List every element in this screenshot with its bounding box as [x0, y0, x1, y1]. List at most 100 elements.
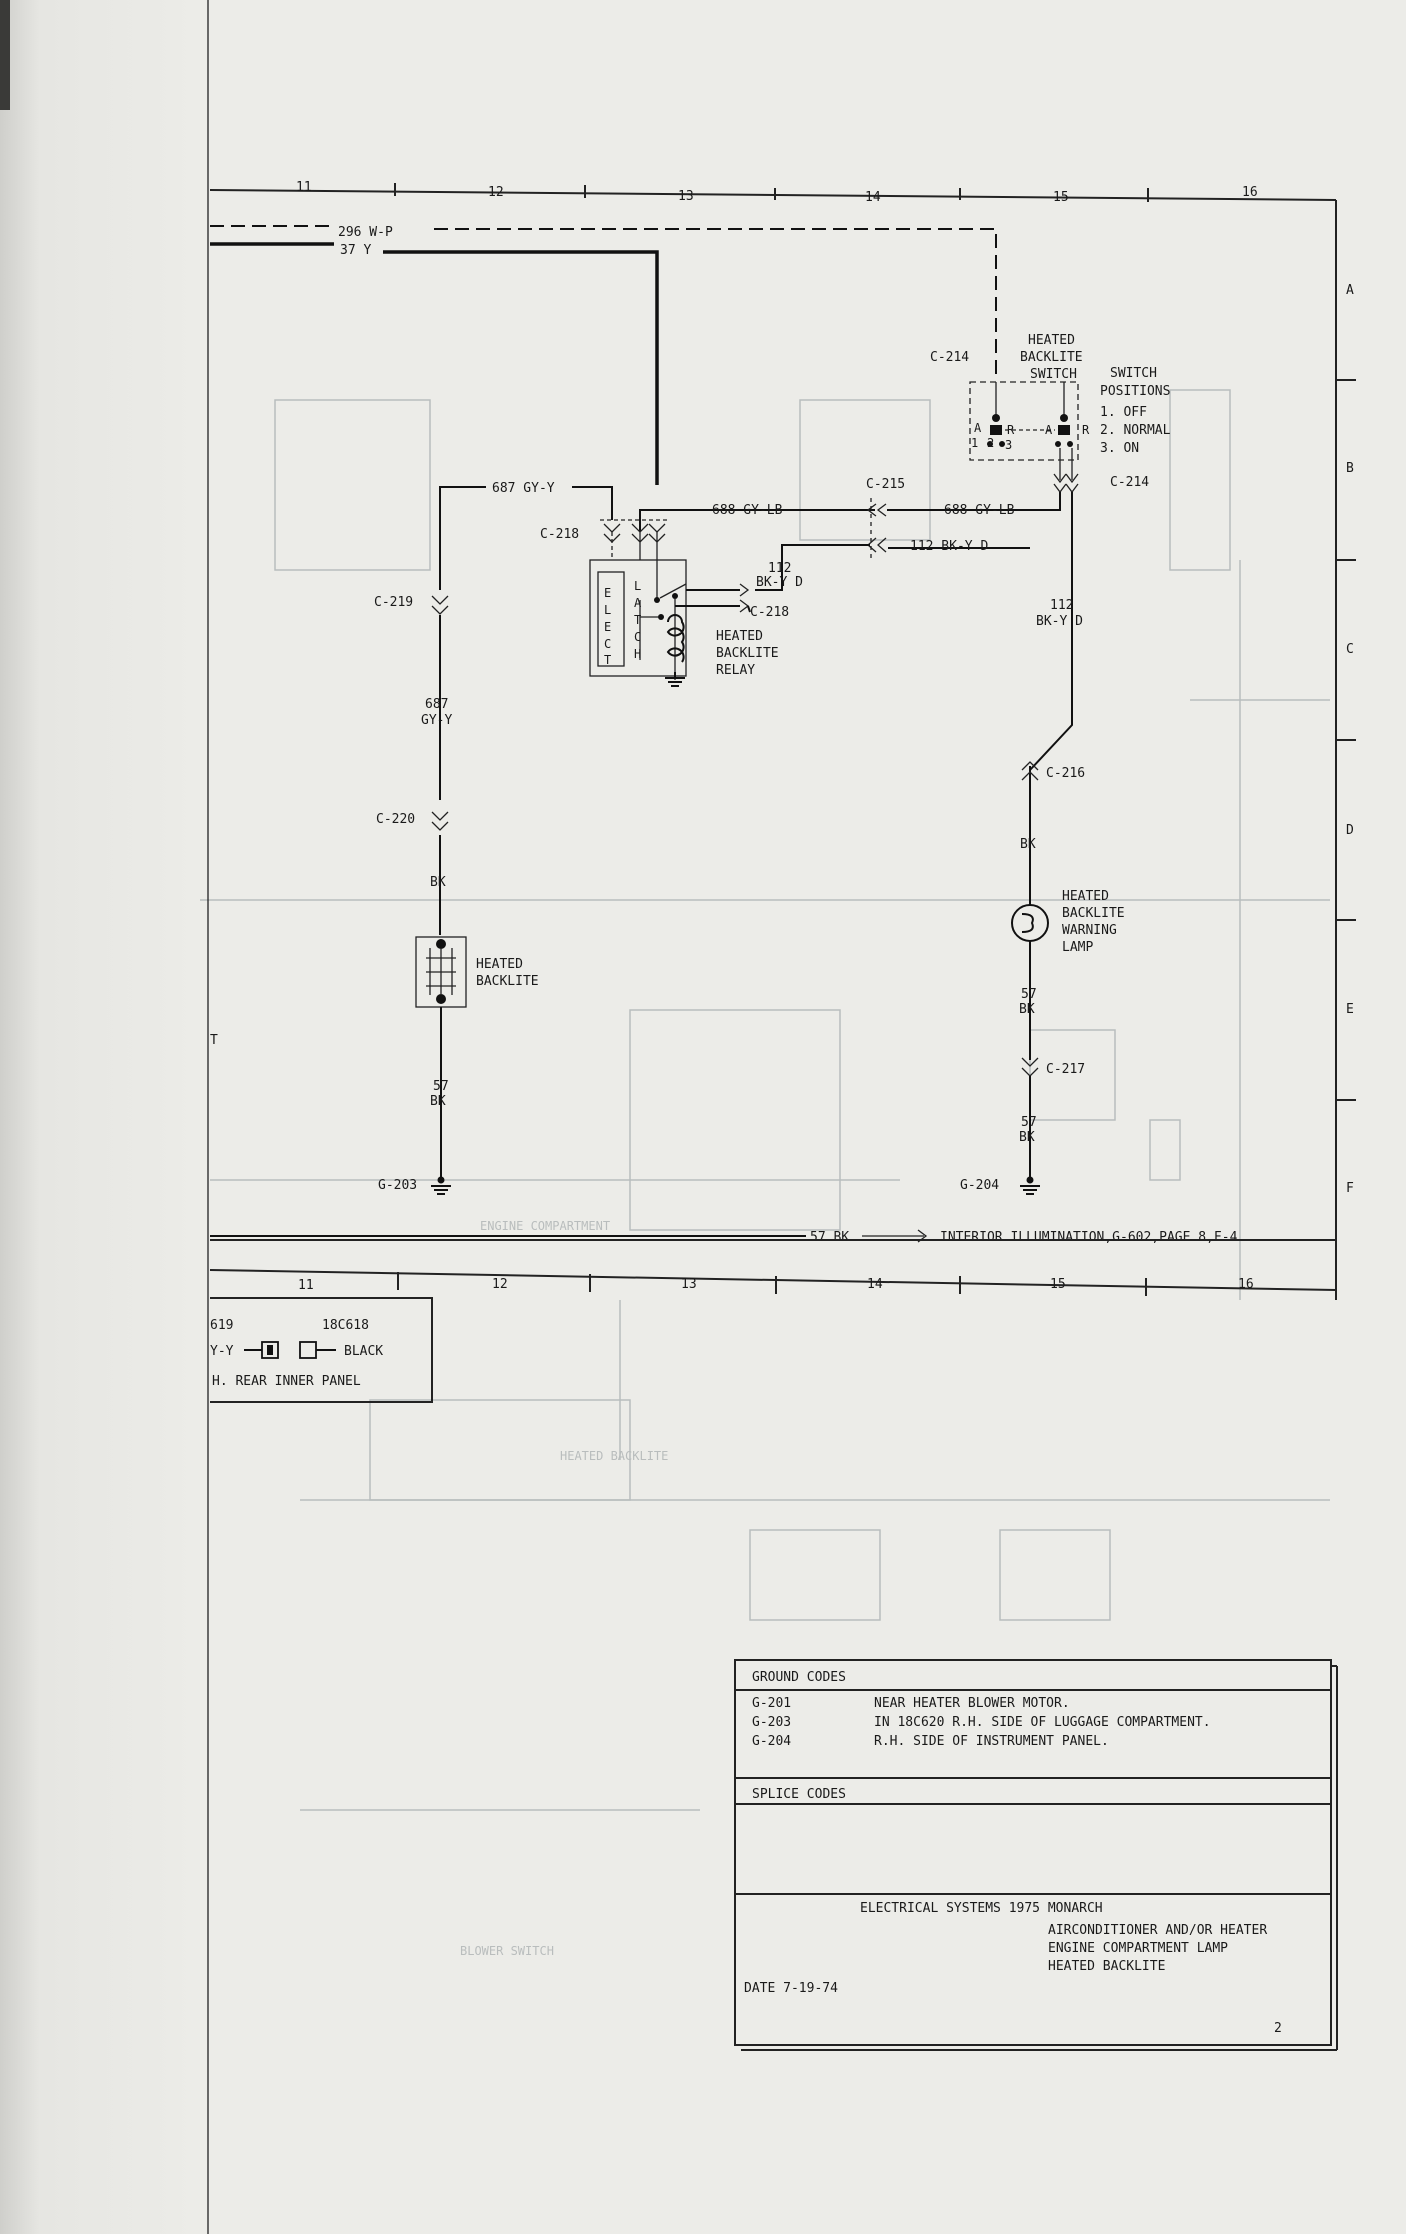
col-bottom-12: 12 — [492, 1277, 508, 1292]
connector-c214-chevrons — [1053, 473, 1079, 494]
switch-pin-letter-a1: A — [974, 421, 982, 435]
ground-code-3: G-204 — [752, 1734, 791, 1749]
legend-18c618: 18C618 — [322, 1318, 369, 1333]
row-F: F — [1346, 1181, 1354, 1196]
heated-backlite-switch — [969, 381, 1079, 480]
position-off: 1. OFF — [1100, 405, 1147, 420]
col-bottom-11: 11 — [298, 1278, 314, 1293]
wire-37-y — [210, 242, 659, 485]
title-block-frame — [734, 1659, 1338, 2051]
legend-black: BLACK — [344, 1344, 383, 1359]
ground-g204: G-204 — [960, 1178, 999, 1193]
switch-pin-2: 2 — [987, 436, 994, 450]
positions-title-2: POSITIONS — [1100, 384, 1170, 399]
connector-c216: C-216 — [1046, 766, 1085, 781]
heated-backlite-relay — [589, 532, 740, 687]
ground-code-2: G-203 — [752, 1715, 791, 1730]
connector-c219: C-219 — [374, 595, 413, 610]
left-margin-letter: T — [210, 1033, 218, 1048]
ground-g203-symbol — [431, 1176, 451, 1195]
connector-c215: C-215 — [866, 477, 905, 492]
switch-title-2: BACKLITE — [1020, 350, 1083, 365]
wire-112-num-right: 112 — [1050, 598, 1073, 613]
legend-619: 619 — [210, 1318, 233, 1333]
connector-c220-chevrons — [431, 811, 449, 831]
wire-57-col-left: BK — [430, 1094, 446, 1109]
title-page-number: 2 — [1274, 2021, 1282, 2036]
connector-c218-chevrons-top — [603, 523, 666, 543]
connector-c216-chevrons — [1021, 761, 1039, 781]
wire-112 — [755, 492, 1073, 780]
wire-57-col-right: BK — [1019, 1130, 1035, 1145]
connector-legend — [210, 1297, 433, 1403]
wire-296-w-p — [210, 225, 997, 380]
top-column-ticks — [394, 183, 1149, 202]
row-C: C — [1346, 642, 1354, 657]
wire-37-label: 37 Y — [340, 243, 371, 258]
position-normal: 2. NORMAL — [1100, 423, 1171, 438]
relay-latch-l: L — [634, 579, 641, 593]
wire-112-num-left: 112 — [768, 561, 791, 576]
relay-elect-t: T — [604, 653, 611, 667]
title-line-4: HEATED BACKLITE — [1048, 1959, 1165, 1974]
wire-bk-left: BK — [430, 875, 446, 890]
title-line-1: ELECTRICAL SYSTEMS 1975 MONARCH — [860, 1901, 1103, 1916]
relay-label-3: RELAY — [716, 663, 755, 678]
relay-elect-c: C — [604, 637, 611, 651]
relay-elect-e1: E — [604, 586, 611, 600]
row-A: A — [1346, 283, 1354, 298]
ground-codes-title: GROUND CODES — [752, 1670, 846, 1685]
switch-pin-letter-r1: R — [1007, 423, 1015, 437]
connector-c215-chevrons — [866, 503, 887, 553]
wire-57-num-mid: 57 — [1021, 987, 1037, 1002]
connector-c217: C-217 — [1046, 1062, 1085, 1077]
bleed-through-background: ENGINE COMPARTMENT HEATED BACKLITE BLOWE… — [200, 389, 1330, 1958]
legend-location: H. REAR INNER PANEL — [212, 1374, 361, 1389]
wire-bk-right: BK — [1020, 837, 1036, 852]
page-gutter-shadow — [0, 0, 10, 110]
switch-pin-letter-a2: A — [1045, 423, 1053, 437]
wire-57-col-mid: BK — [1019, 1002, 1035, 1017]
switch-pin-letter-r2: R — [1082, 423, 1090, 437]
svg-text:BLOWER SWITCH: BLOWER SWITCH — [460, 1944, 554, 1958]
lamp-label-3: WARNING — [1062, 923, 1117, 938]
connector-c214-bottom: C-214 — [1110, 475, 1149, 490]
svg-text:HEATED BACKLITE: HEATED BACKLITE — [560, 1449, 668, 1463]
connector-c218-left: C-218 — [540, 527, 579, 542]
top-ruler-line — [209, 189, 1337, 201]
lamp-label-1: HEATED — [1062, 889, 1109, 904]
switch-pin-1: 1 — [971, 436, 978, 450]
ground-desc-3: R.H. SIDE OF INSTRUMENT PANEL. — [874, 1734, 1109, 1749]
lamp-label-2: BACKLITE — [1062, 906, 1125, 921]
ground-g204-symbol — [1020, 1176, 1040, 1195]
wire-57-num-right: 57 — [1021, 1115, 1037, 1130]
switch-title-1: HEATED — [1028, 333, 1075, 348]
col-top-12: 12 — [488, 185, 504, 200]
col-top-15: 15 — [1053, 190, 1069, 205]
connector-c220: C-220 — [376, 812, 415, 827]
interior-illumination-ref: INTERIOR ILLUMINATION,G-602,PAGE 8,F-4 — [940, 1230, 1238, 1245]
switch-title-3: SWITCH — [1030, 367, 1077, 382]
wire-112-col-left: BK-Y D — [756, 575, 803, 590]
ground-g203: G-203 — [378, 1178, 417, 1193]
wire-688-label-right: 688 GY-LB — [944, 503, 1015, 518]
legend-wire-end: Y-Y — [210, 1344, 234, 1359]
relay-latch-h: H — [634, 647, 641, 661]
ground-desc-1: NEAR HEATER BLOWER MOTOR. — [874, 1696, 1070, 1711]
positions-title-1: SWITCH — [1110, 366, 1157, 381]
splice-codes-title: SPLICE CODES — [752, 1787, 846, 1802]
ground-desc-2: IN 18C620 R.H. SIDE OF LUGGAGE COMPARTME… — [874, 1715, 1211, 1730]
wire-112-label-mid: 112 BK-Y D — [910, 539, 988, 554]
relay-latch-c: C — [634, 630, 641, 644]
title-line-2: AIRCONDITIONER AND/OR HEATER — [1048, 1923, 1267, 1938]
wire-57-bk-bottom-label: 57 BK — [810, 1230, 849, 1245]
col-top-16: 16 — [1242, 185, 1258, 200]
relay-latch-t: T — [634, 613, 641, 627]
relay-label-2: BACKLITE — [716, 646, 779, 661]
row-E: E — [1346, 1002, 1354, 1017]
relay-latch-a: A — [634, 596, 642, 610]
wire-688-label-left: 688 GY-LB — [712, 503, 783, 518]
wire-688 — [639, 492, 1061, 532]
